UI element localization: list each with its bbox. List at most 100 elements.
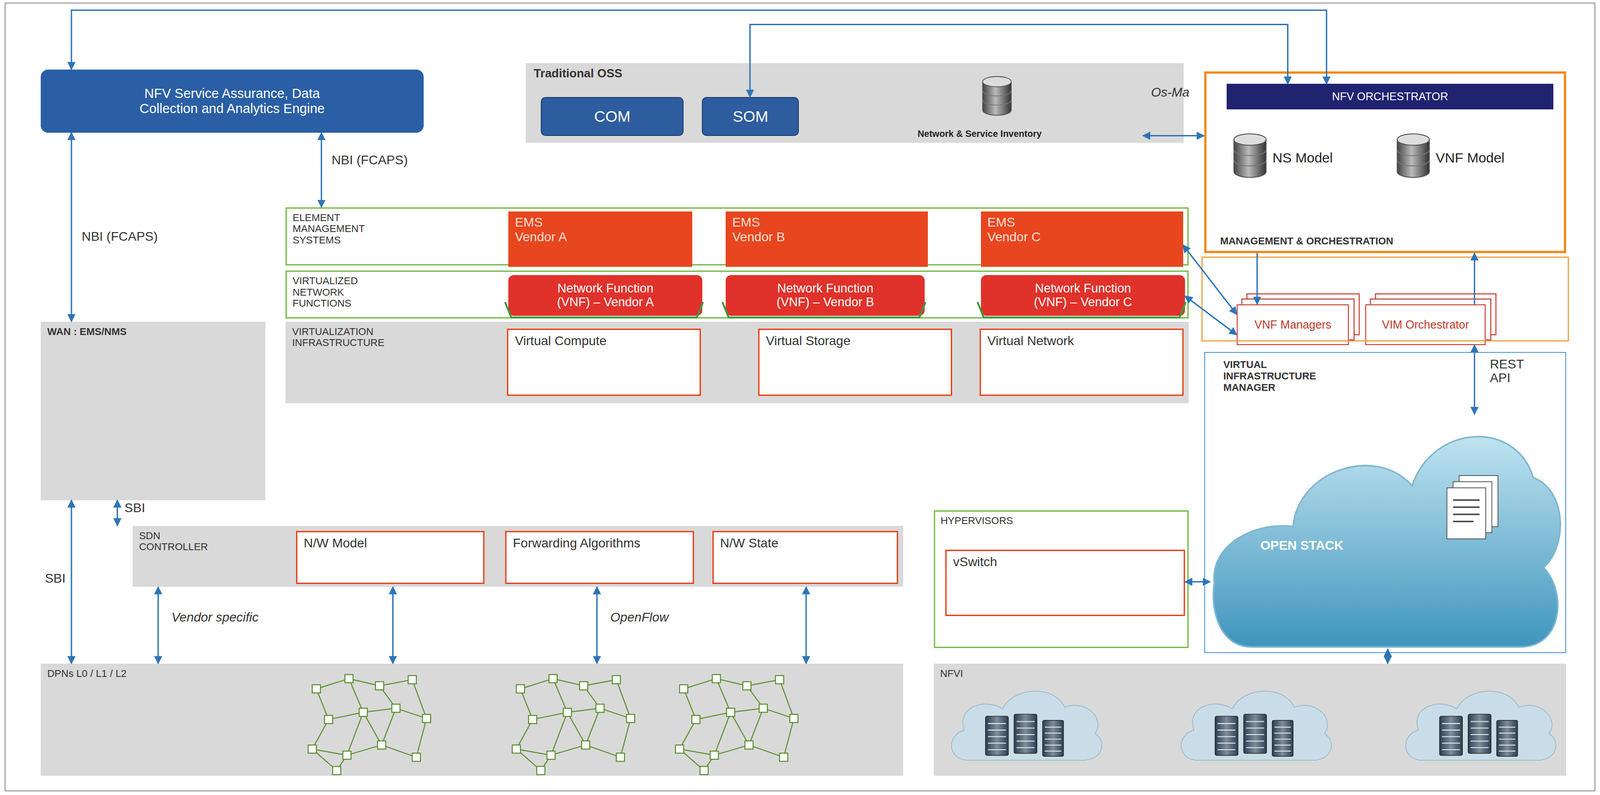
connector-arrow — [805, 586, 807, 663]
resource-box: N/W Model — [296, 530, 485, 584]
connector-arrow — [1473, 344, 1476, 415]
vnf-box: Network Function (VNF) – Vendor C — [980, 274, 1186, 316]
band-heading: DPNs L0 / L1 / L2 — [47, 668, 127, 680]
box-label: EMS Vendor A — [514, 215, 579, 244]
stacked-instances — [1241, 293, 1496, 340]
connector-label: NBI (FCAPS) — [331, 153, 408, 168]
group-box: VIRTUAL INFRASTRUCTURE MANAGER OPEN STACK — [1204, 351, 1567, 653]
connector-arrow — [1473, 253, 1476, 305]
database-icon — [982, 76, 1012, 116]
cloud-shape: OPEN STACK — [1210, 414, 1563, 649]
network-cluster — [308, 674, 431, 775]
layer-band: ELEMENT MANAGEMENT SYSTEMS EMS Vendor A EM… — [285, 207, 1189, 266]
box-label: Virtual Storage — [765, 333, 851, 348]
title-bar: NFV ORCHESTRATOR — [1226, 83, 1554, 110]
server-cloud — [951, 690, 1557, 760]
layer-band: SDN CONTROLLER N/W Model Forwarding Algori… — [132, 525, 904, 588]
connector-arrow — [71, 10, 1327, 84]
band-heading: NFVI — [940, 668, 964, 680]
resource-box: vSwitch — [945, 549, 1186, 616]
connector-label: Vendor specific — [171, 610, 259, 625]
connector-label: NBI (FCAPS) — [81, 229, 158, 244]
connector-arrow — [1142, 134, 1205, 137]
connector-arrow — [116, 500, 119, 526]
system-band: WAN : EMS/NMS — [40, 321, 266, 501]
manager-box: VIM Orchestrator — [1365, 304, 1486, 345]
resource-box: Virtual Network — [979, 328, 1184, 396]
connector-label: SBI — [124, 501, 146, 516]
band-heading: VIRTUALIZATION INFRASTRUCTURE — [291, 326, 393, 349]
network-cluster — [512, 674, 636, 775]
network-cluster — [675, 674, 798, 775]
layer-band: HYPERVISORS vSwitch — [933, 510, 1190, 648]
band-heading: ELEMENT MANAGEMENT SYSTEMS — [292, 212, 394, 247]
box-label: VIM Orchestrator — [1381, 317, 1469, 331]
box-label: OPEN STACK — [1260, 538, 1344, 553]
box-label: NFV Service Assurance, Data Collection a… — [132, 86, 332, 116]
process-box: SOM — [701, 96, 799, 136]
box-label: COM — [593, 107, 631, 125]
system-band: Traditional OSS COM SOM Network & Service I… — [525, 63, 1184, 143]
document-icon — [1446, 475, 1498, 539]
band-heading: VIRTUALIZED NETWORK FUNCTIONS — [292, 275, 394, 310]
resource-box: N/W State — [712, 530, 899, 584]
connector-arrow — [1256, 253, 1258, 305]
connector-arrow — [1185, 296, 1237, 335]
box-label: VNF Model — [1435, 150, 1505, 166]
vendor-box: EMS Vendor C — [980, 211, 1184, 267]
database-node: Network & Service Inventory — [816, 73, 1143, 141]
process-box: COM — [540, 96, 684, 136]
connector-arrow — [320, 132, 323, 208]
box-label: Network Function (VNF) – Vendor C — [1027, 281, 1139, 309]
box-label: EMS Vendor C — [987, 215, 1052, 244]
band-heading: MANAGEMENT & ORCHESTRATION — [1220, 235, 1394, 248]
connector-label: Os-Ma — [1151, 85, 1190, 100]
vendor-box: EMS Vendor B — [725, 211, 928, 267]
box-label: N/W Model — [303, 535, 367, 550]
connector-label: SBI — [44, 571, 66, 586]
connector-arrow — [749, 24, 1288, 97]
box-label: Virtual Network — [987, 333, 1074, 348]
vnf-box: Network Function (VNF) – Vendor A — [508, 274, 703, 316]
connector-arrow — [1185, 581, 1211, 583]
connector-arrow — [1387, 648, 1389, 663]
box-label: NS Model — [1272, 150, 1333, 166]
box-label: SOM — [732, 107, 769, 125]
box-label: Forwarding Algorithms — [512, 535, 641, 550]
layer-band: VIRTUALIZATION INFRASTRUCTURE Virtual Com… — [285, 321, 1189, 404]
connector-arrow — [392, 586, 394, 663]
box-label: Network Function (VNF) – Vendor A — [549, 281, 662, 309]
box-label: Network Function (VNF) – Vendor B — [769, 281, 881, 309]
band-heading: HYPERVISORS — [940, 515, 1014, 527]
band-heading: WAN : EMS/NMS — [47, 326, 127, 338]
box-label: Virtual Compute — [514, 333, 607, 348]
connector-label: REST API — [1489, 357, 1524, 386]
connector-arrow — [596, 586, 598, 663]
vendor-box: EMS Vendor A — [508, 211, 692, 267]
band-heading: VIRTUAL INFRASTRUCTURE MANAGER — [1223, 359, 1325, 394]
box-label: VNF Managers — [1254, 317, 1332, 331]
connector-label: OpenFlow — [610, 610, 669, 625]
process-box: NFV Service Assurance, Data Collection a… — [40, 69, 424, 133]
band-heading: SDN CONTROLLER — [139, 530, 210, 553]
box-label: EMS Vendor B — [732, 215, 797, 244]
outer-frame — [5, 3, 1595, 791]
box-label: NFV ORCHESTRATOR — [1331, 90, 1449, 103]
manager-box: VNF Managers — [1236, 304, 1349, 345]
database-icon — [1233, 133, 1266, 178]
resource-box: Forwarding Algorithms — [505, 530, 695, 584]
vnf-bracket — [505, 301, 1186, 318]
connector-arrow — [1183, 244, 1237, 315]
network-graph — [308, 674, 799, 775]
band-heading: Traditional OSS — [533, 66, 623, 81]
box-label: vSwitch — [953, 554, 997, 569]
resource-box: Virtual Compute — [506, 328, 701, 396]
connector-arrow — [157, 586, 159, 663]
box-label: Network & Service Inventory — [917, 128, 1042, 139]
resource-box: Virtual Storage — [758, 328, 953, 396]
vnf-box: Network Function (VNF) – Vendor B — [725, 274, 925, 316]
